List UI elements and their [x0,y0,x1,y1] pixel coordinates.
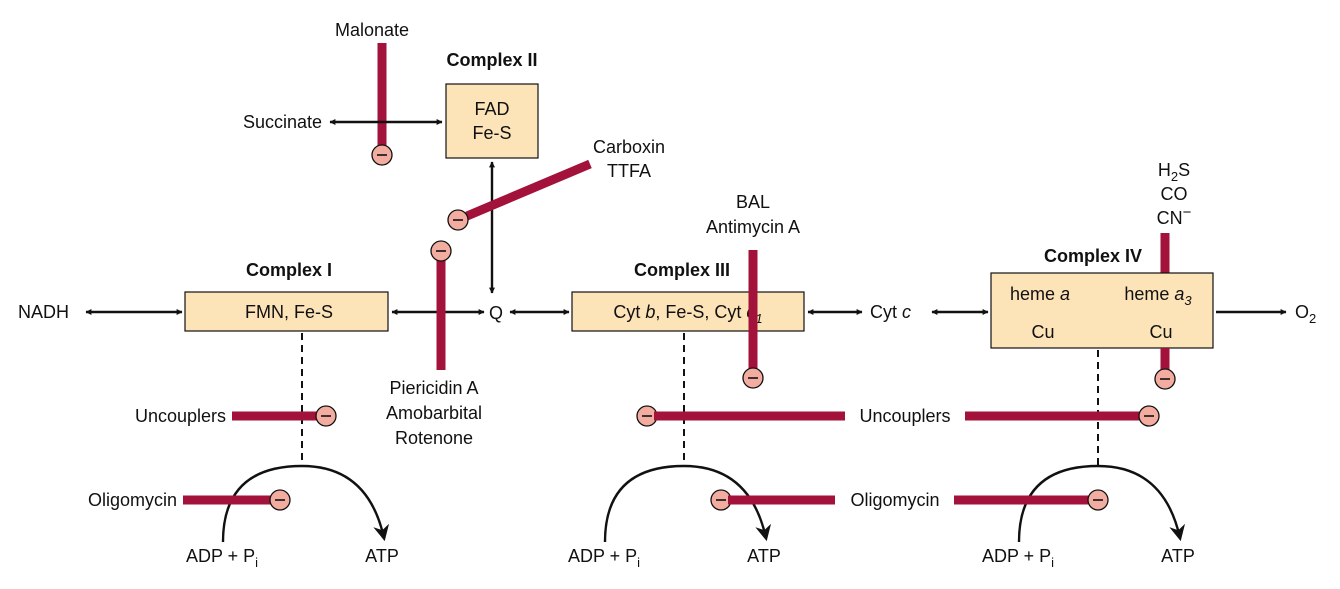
adp-1-label: ADP + Pi [186,546,258,570]
antimycin-label: Antimycin A [706,217,800,237]
complex3-box [571,291,805,332]
bal-label: BAL [736,192,770,212]
complex1-content: FMN, Fe-S [245,302,333,322]
uncouplers-1-label: Uncouplers [135,406,226,426]
uncouplers-2-label: Uncouplers [859,406,950,426]
rotenone-label: Rotenone [395,428,473,448]
atp-3-label: ATP [1161,546,1195,566]
adp-2-label: ADP + Pi [568,546,640,570]
complex1-title: Complex I [246,260,332,280]
carboxin-ttfa-inhibition-symbol [447,209,469,231]
antimycin-inhibition-symbol [742,367,764,389]
q-label: Q [489,303,503,323]
adp-3-label: ADP + Pi [982,546,1054,570]
ttfa-label: TTFA [607,161,651,181]
cytc-label: Cyt c [870,302,911,322]
co-label: CO [1161,184,1188,204]
malonate-label: Malonate [335,20,409,40]
atp-1-label: ATP [365,546,399,566]
oligomycin-3-inhibition-symbol [1087,489,1109,511]
complex4-title: Complex IV [1044,246,1142,266]
oligomycin-1-inhibition-symbol [269,489,291,511]
atp-2-label: ATP [747,546,781,566]
heme-a-label: heme a [1010,284,1070,304]
piericidin-label: Piericidin A [389,378,478,398]
complex2-fes: Fe-S [472,123,511,143]
carboxin-label: Carboxin [593,137,665,157]
complex3-title: Complex III [634,260,730,280]
complex4-box [990,272,1214,349]
uncouplers-1-inhibition-symbol [315,405,337,427]
nadh-label: NADH [18,302,69,322]
malonate-inhibition-symbol [371,144,393,166]
amobarbital-label: Amobarbital [386,403,482,423]
cn-label: CN− [1157,204,1192,228]
heme-a3-label: heme a3 [1124,284,1192,308]
cu-a3-label: Cu [1149,322,1172,342]
rotenone-inhibition-symbol [430,240,452,262]
oligomycin-2-label: Oligomycin [850,490,939,510]
complex2-box [445,83,539,159]
complex2-title: Complex II [446,50,537,70]
complex2-fad: FAD [474,99,509,119]
cyanide-inhibition-symbol [1154,368,1176,390]
carboxin-ttfa-inhibitor-bar [465,159,592,221]
complex1-box [184,291,389,332]
uncouplers-3-inhibition-symbol [1138,405,1160,427]
oligomycin-1-label: Oligomycin [88,490,177,510]
o2-label: O2 [1295,302,1316,326]
cu-a-label: Cu [1031,322,1054,342]
succinate-label: Succinate [243,112,322,132]
h2s-label: H2S [1158,160,1190,184]
